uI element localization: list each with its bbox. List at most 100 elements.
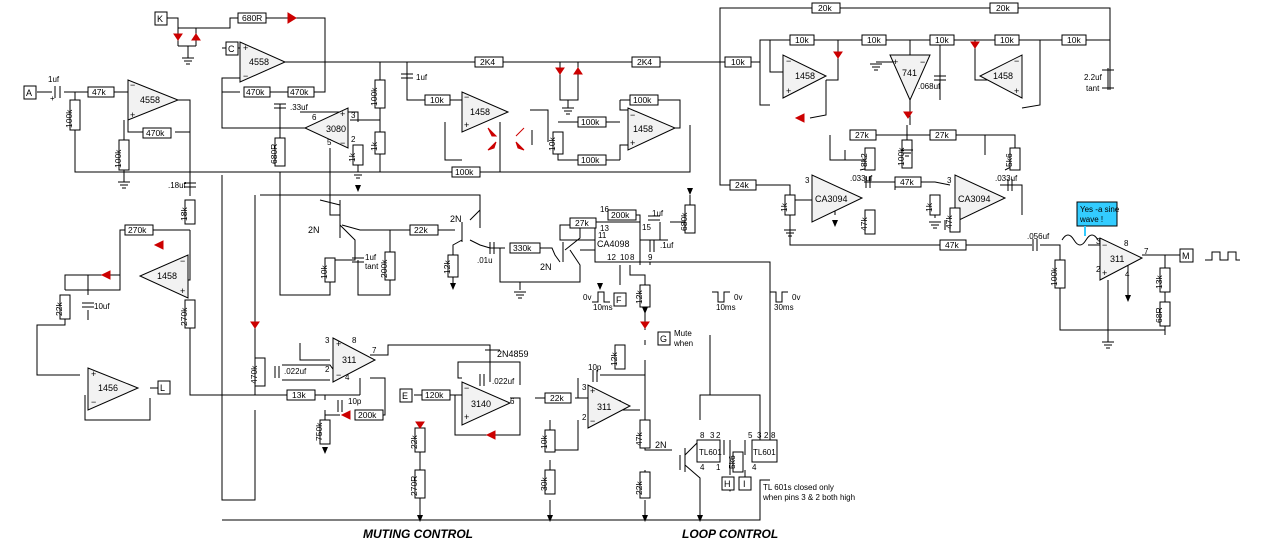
svg-text:2: 2 bbox=[716, 431, 721, 440]
svg-text:3: 3 bbox=[325, 336, 330, 345]
port-m: M bbox=[1179, 248, 1194, 263]
svg-text:10p: 10p bbox=[588, 363, 602, 372]
svg-text:+: + bbox=[130, 110, 135, 120]
resistor-r53: 200k bbox=[607, 209, 637, 221]
svg-text:tant: tant bbox=[1086, 84, 1100, 93]
section-muting-control: MUTING CONTROL bbox=[363, 527, 473, 541]
svg-text:2K4: 2K4 bbox=[637, 57, 652, 67]
capacitor-c1 bbox=[54, 86, 61, 98]
svg-text:270k: 270k bbox=[128, 225, 147, 235]
svg-text:.022uf: .022uf bbox=[284, 367, 307, 376]
opamp-oa8: 1458−+ bbox=[978, 54, 1023, 99]
svg-text:47k: 47k bbox=[900, 177, 914, 187]
capacitor-c10 bbox=[82, 302, 94, 308]
svg-text:12k: 12k bbox=[442, 260, 452, 274]
resistor-r23: 10k bbox=[789, 34, 815, 46]
svg-text:1458: 1458 bbox=[470, 107, 490, 117]
resistor-r47: 22k bbox=[409, 224, 439, 236]
chip-tl601b: TL601 5 3 2 8 4 bbox=[748, 431, 778, 472]
resistor-r40: 100k bbox=[1049, 259, 1066, 289]
capacitor-c2 bbox=[274, 103, 286, 109]
svg-text:CA3094: CA3094 bbox=[958, 194, 991, 204]
svg-text:+: + bbox=[893, 57, 898, 67]
resistor-r61: 22k bbox=[544, 392, 572, 404]
svg-text:−: − bbox=[920, 57, 925, 67]
svg-text:.33uf: .33uf bbox=[290, 103, 309, 112]
resistor-r64: 10k bbox=[539, 429, 556, 453]
resistor-r39: 47k bbox=[939, 239, 967, 251]
opamp-oa14: 311+− bbox=[332, 337, 377, 383]
svg-text:+: + bbox=[180, 286, 185, 296]
svg-text:311: 311 bbox=[1110, 254, 1124, 264]
svg-text:−: − bbox=[91, 397, 96, 407]
svg-text:270R: 270R bbox=[409, 476, 419, 496]
resistor-r44: 270k bbox=[124, 224, 154, 236]
svg-text:5: 5 bbox=[748, 431, 753, 440]
resistor-r67: 47k bbox=[634, 419, 651, 449]
svg-text:.18uf: .18uf bbox=[168, 181, 187, 190]
svg-text:−: − bbox=[590, 416, 595, 426]
svg-text:8: 8 bbox=[700, 431, 705, 440]
svg-text:6: 6 bbox=[510, 397, 515, 406]
capacitor-c5 bbox=[1102, 69, 1114, 89]
svg-text:4: 4 bbox=[1125, 270, 1130, 279]
svg-text:4: 4 bbox=[345, 373, 350, 382]
svg-text:470k: 470k bbox=[249, 365, 259, 384]
svg-text:30k: 30k bbox=[539, 477, 549, 491]
svg-text:H: H bbox=[724, 479, 731, 489]
section-loop-control: LOOP CONTROL bbox=[682, 527, 778, 541]
resistor-r35: 47k bbox=[894, 176, 922, 188]
svg-text:2: 2 bbox=[764, 431, 769, 440]
svg-text:CA3094: CA3094 bbox=[815, 194, 848, 204]
svg-text:741: 741 bbox=[902, 68, 917, 78]
capacitor-c11 bbox=[352, 257, 364, 263]
opamps: 4558−+ 4558+− 3080+− 1458−+ 1458−+ 1458−… bbox=[87, 41, 1144, 429]
resistor-r8: 680R bbox=[269, 137, 286, 167]
svg-text:tant: tant bbox=[365, 262, 379, 271]
resistor-r56: 470k bbox=[249, 357, 266, 387]
resistor-r18: 100k bbox=[451, 166, 481, 178]
svg-text:10p: 10p bbox=[348, 397, 362, 406]
port-a: A bbox=[23, 85, 37, 100]
port-e: E bbox=[399, 388, 413, 403]
svg-text:when: when bbox=[673, 339, 693, 348]
svg-text:1456: 1456 bbox=[98, 383, 118, 393]
svg-text:4558: 4558 bbox=[140, 95, 160, 105]
resistor-r54: 680k bbox=[679, 204, 696, 234]
resistor-r49: 200k bbox=[379, 251, 396, 281]
capacitor-c8 bbox=[1032, 239, 1038, 251]
svg-text:100k: 100k bbox=[455, 167, 474, 177]
svg-text:.056uf: .056uf bbox=[1027, 232, 1050, 241]
svg-text:M: M bbox=[1182, 251, 1190, 261]
svg-text:8: 8 bbox=[1124, 239, 1129, 248]
resistor-r3: 470k bbox=[142, 127, 172, 139]
svg-text:3140: 3140 bbox=[471, 399, 491, 409]
svg-text:when pins 3 & 2 both high: when pins 3 & 2 both high bbox=[762, 493, 855, 502]
svg-text:+: + bbox=[91, 369, 96, 379]
svg-text:.068uf: .068uf bbox=[918, 82, 941, 91]
svg-text:3: 3 bbox=[710, 431, 715, 440]
svg-text:22k: 22k bbox=[550, 393, 564, 403]
opamp-oa1: 4558−+ bbox=[127, 79, 180, 121]
resistor-r9: 100k bbox=[369, 79, 386, 109]
port-f: F bbox=[613, 292, 627, 307]
svg-text:1458: 1458 bbox=[157, 271, 177, 281]
resistor-r14: 10k bbox=[724, 56, 752, 68]
svg-text:10k: 10k bbox=[795, 35, 809, 45]
svg-text:+: + bbox=[464, 412, 469, 422]
capacitor-c17 bbox=[479, 374, 485, 386]
svg-text:10k: 10k bbox=[319, 265, 329, 279]
svg-text:100k: 100k bbox=[581, 117, 600, 127]
port-h: H bbox=[721, 476, 735, 491]
resistor-r43: 18k bbox=[179, 199, 196, 225]
resistor-r63: 22k bbox=[409, 427, 426, 453]
svg-text:100k: 100k bbox=[1049, 267, 1059, 286]
resistor-r4: 100k bbox=[113, 139, 130, 171]
svg-text:16: 16 bbox=[600, 205, 609, 214]
resistor-r55: 12k bbox=[634, 284, 651, 308]
svg-text:3: 3 bbox=[351, 111, 356, 120]
capacitor-c9 bbox=[184, 182, 196, 188]
resistor-r41: 13k bbox=[1154, 267, 1171, 293]
svg-text:A: A bbox=[26, 88, 32, 98]
